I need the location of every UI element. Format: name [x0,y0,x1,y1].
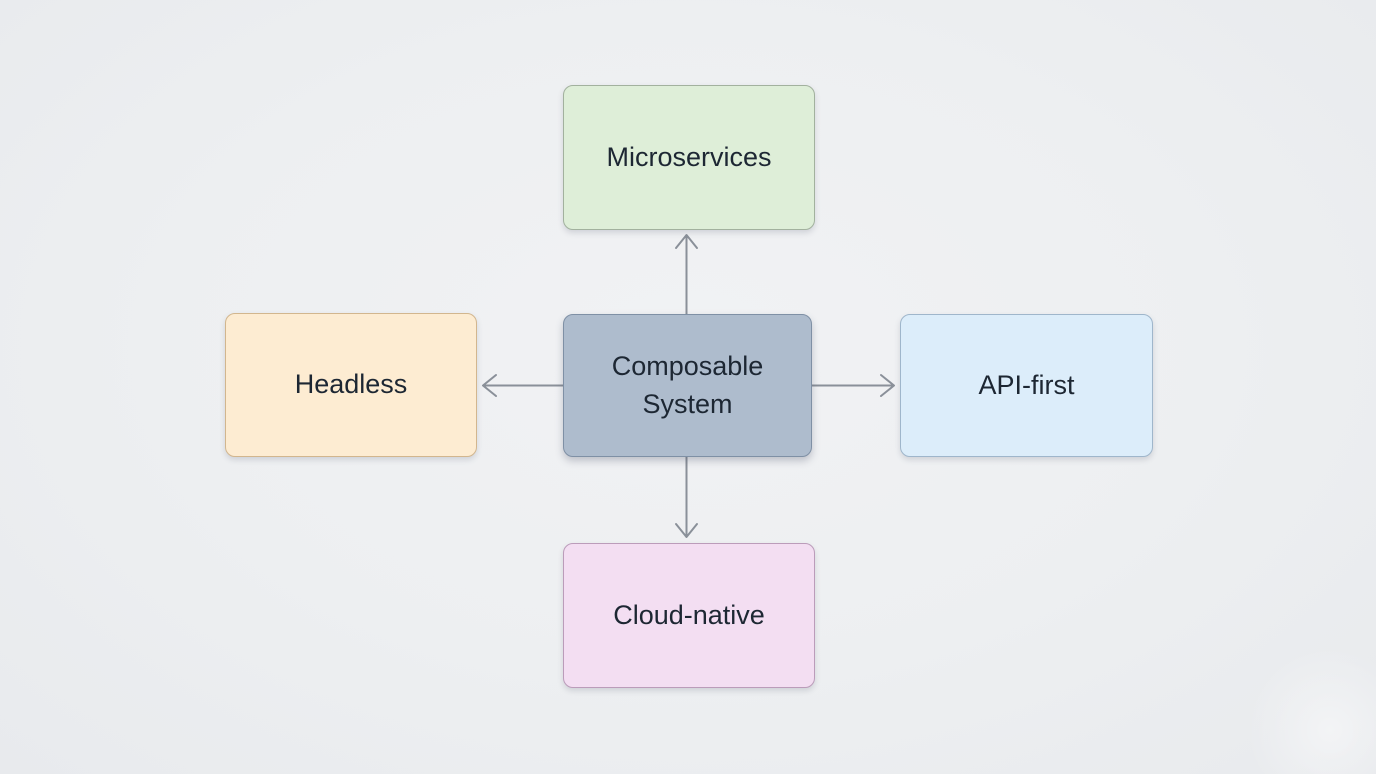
node-microservices-label: Microservices [606,141,772,172]
arrow-center-to-api-first[interactable] [811,374,895,397]
node-headless-label: Headless [294,369,408,400]
node-composable-system-label: Composable System [611,350,764,419]
node-cloud-native[interactable]: Cloud-native [563,543,815,688]
arrowhead-right-icon [880,374,895,397]
arrowhead-down-icon [675,523,698,538]
arrow-center-to-microservices[interactable] [675,234,698,315]
arrow-center-to-headless[interactable] [482,374,564,397]
node-cloud-native-label: Cloud-native [613,599,765,630]
node-api-first-label: API-first [978,369,1075,400]
arrow-center-to-cloud-native[interactable] [675,456,698,538]
node-headless[interactable]: Headless [225,313,477,457]
node-composable-system[interactable]: Composable System [563,314,812,457]
arrowhead-up-icon [675,234,698,249]
node-microservices[interactable]: Microservices [563,85,815,230]
node-api-first[interactable]: API-first [900,314,1153,457]
arrowhead-left-icon [482,374,497,397]
